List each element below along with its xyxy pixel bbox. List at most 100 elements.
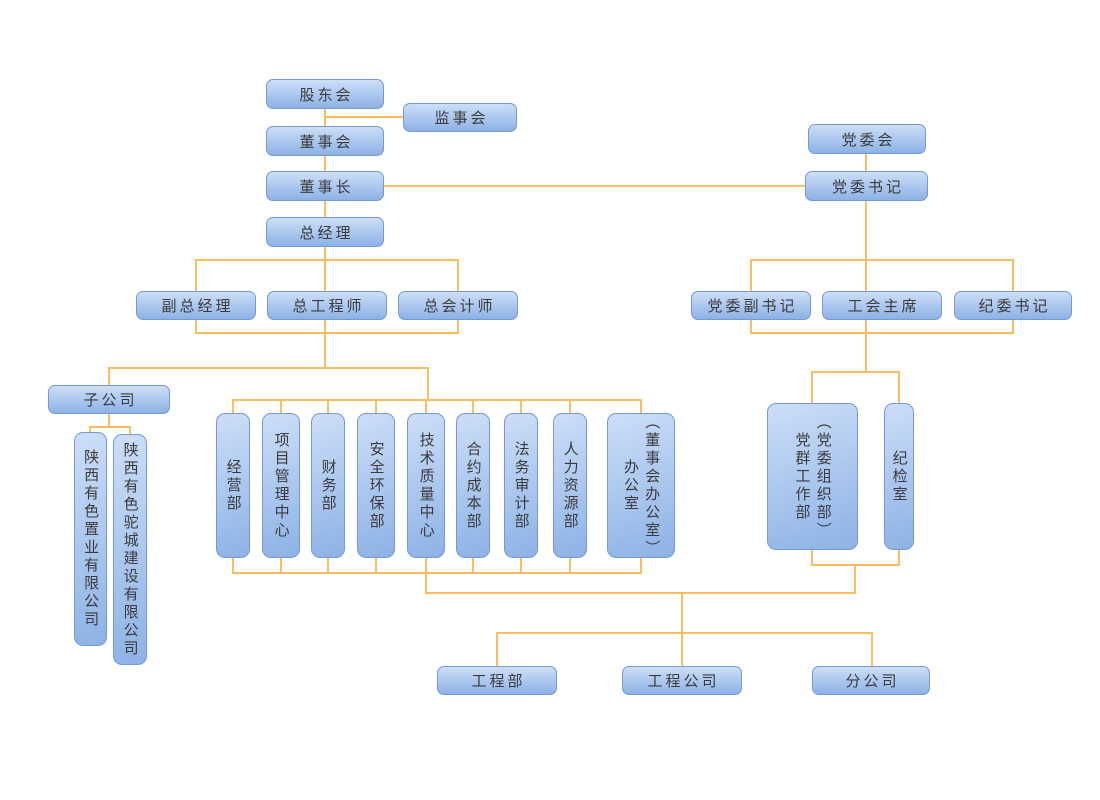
- connector-line: [375, 557, 377, 574]
- node-shaanxi-nonferrous-tuocheng-construction-co: 陕西有色驼城建设有限公司: [113, 434, 147, 665]
- node-engineering-company: 工程公司: [622, 666, 742, 695]
- node-party-mass-work-dept: 党群工作部（党委组织部）: [767, 403, 858, 550]
- node-board-of-directors: 董事会: [266, 126, 384, 156]
- connector-line: [280, 557, 282, 574]
- connector-line: [871, 632, 873, 667]
- connector-line: [681, 632, 683, 667]
- node-technology-quality-center: 技术质量中心: [407, 413, 445, 558]
- connector-line: [89, 426, 91, 433]
- connector-line: [750, 332, 1014, 334]
- node-subsidiaries: 子公司: [48, 385, 170, 414]
- connector-line: [898, 371, 900, 404]
- connector-line: [811, 549, 813, 566]
- node-label: 经营部: [224, 458, 242, 513]
- node-label: 陕西有色驼城建设有限公司: [121, 441, 139, 658]
- node-label: 分公司: [845, 673, 900, 690]
- node-label: 董事长: [299, 178, 354, 196]
- connector-line: [865, 200, 867, 261]
- connector-line: [640, 399, 642, 414]
- node-label: 法务审计部: [512, 440, 530, 531]
- node-deputy-general-manager: 副总经理: [136, 291, 256, 320]
- connector-line: [129, 426, 131, 435]
- connector-line: [496, 632, 498, 667]
- connector-line: [232, 572, 642, 574]
- node-supervisory-board: 监事会: [403, 103, 517, 132]
- node-label: 办公室: [622, 458, 639, 513]
- node-label: 总会计师: [423, 298, 496, 315]
- node-label: 党委会: [841, 131, 896, 149]
- node-label: 副总经理: [161, 298, 234, 315]
- node-label: 党群工作部: [793, 431, 811, 522]
- node-label: 财务部: [319, 458, 337, 513]
- connector-line: [811, 564, 900, 566]
- node-deputy-party-secretary: 党委副书记: [691, 291, 811, 320]
- connector-line: [811, 371, 900, 373]
- connector-line: [569, 399, 571, 414]
- connector-line: [280, 399, 282, 414]
- connector-line: [520, 399, 522, 414]
- node-label: 监事会: [434, 110, 489, 127]
- connector-line: [472, 557, 474, 574]
- node-label: 纪委书记: [978, 298, 1051, 315]
- connector-line: [854, 564, 856, 594]
- node-label: 子公司: [83, 392, 138, 409]
- node-label: 项目管理中心: [272, 431, 290, 540]
- node-office-board-office: 办公室（董事会办公室）: [607, 413, 675, 558]
- connector-line: [425, 592, 856, 594]
- connector-line: [195, 332, 459, 334]
- node-label: 技术质量中心: [417, 431, 435, 540]
- node-legal-audit-dept: 法务审计部: [504, 413, 538, 558]
- connector-line: [472, 399, 474, 414]
- connector-line: [375, 399, 377, 414]
- connector-line: [681, 592, 683, 634]
- connector-line: [324, 116, 404, 118]
- node-general-manager: 总经理: [266, 217, 384, 247]
- node-discipline-inspection-office: 纪检室: [884, 403, 914, 550]
- node-label: 董事会: [299, 133, 354, 151]
- connector-line: [324, 200, 326, 218]
- connector-line: [425, 399, 427, 414]
- node-label: 总经理: [299, 224, 354, 242]
- connector-line: [811, 371, 813, 404]
- node-chief-engineer: 总工程师: [267, 291, 387, 320]
- connector-line: [232, 399, 642, 401]
- connector-line: [865, 153, 867, 172]
- node-label: 安全环保部: [367, 440, 385, 531]
- node-label: 陕西有色置业有限公司: [82, 449, 100, 629]
- connector-line: [232, 557, 234, 574]
- node-chief-accountant: 总会计师: [398, 291, 518, 320]
- node-label: 合约成本部: [464, 440, 482, 531]
- node-safety-environment-dept: 安全环保部: [357, 413, 395, 558]
- node-label: 工会主席: [847, 298, 920, 315]
- connector-line: [108, 413, 110, 428]
- connector-line: [108, 367, 429, 369]
- connector-line: [750, 259, 1014, 261]
- node-label: （董事会办公室）: [643, 413, 661, 558]
- connector-line: [89, 426, 131, 428]
- node-labor-union-chairman: 工会主席: [822, 291, 942, 320]
- connector-line: [232, 399, 234, 414]
- node-label: 股东会: [299, 86, 354, 104]
- node-label: 总工程师: [292, 298, 365, 315]
- node-party-secretary: 党委书记: [805, 171, 928, 201]
- node-shaanxi-nonferrous-real-estate-co: 陕西有色置业有限公司: [74, 432, 107, 646]
- connector-line: [383, 185, 806, 187]
- node-label: 党委书记: [831, 178, 904, 196]
- node-shareholders-meeting: 股东会: [266, 79, 384, 109]
- node-operations-dept: 经营部: [216, 413, 250, 558]
- connector-line: [327, 399, 329, 414]
- node-chairman: 董事长: [266, 171, 384, 201]
- node-finance-dept: 财务部: [311, 413, 345, 558]
- connector-line: [324, 155, 326, 172]
- node-branch-company: 分公司: [812, 666, 930, 695]
- connector-line: [496, 632, 873, 634]
- connector-line: [327, 557, 329, 574]
- connector-line: [640, 557, 642, 574]
- connector-line: [520, 557, 522, 574]
- connector-line: [324, 246, 326, 261]
- connector-line: [425, 557, 427, 574]
- node-party-committee: 党委会: [808, 124, 926, 154]
- node-label: 纪检室: [890, 449, 908, 504]
- connector-line: [569, 557, 571, 574]
